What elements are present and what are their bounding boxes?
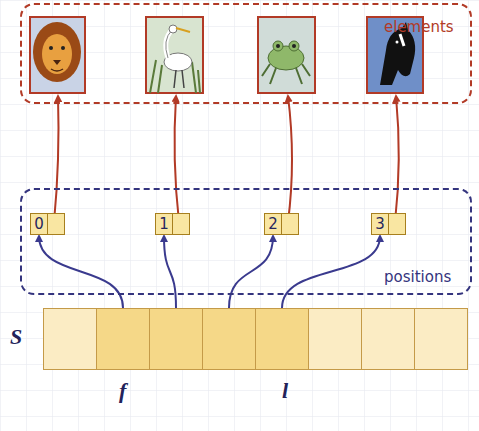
position-pointer <box>282 236 380 308</box>
position-index: 0 <box>34 215 44 233</box>
position-box: 3 <box>371 213 406 235</box>
array-box: S <box>44 308 468 370</box>
position-pointer <box>229 236 273 308</box>
position-pointer <box>164 236 176 308</box>
position-index-cell: 1 <box>155 213 173 235</box>
array-cell <box>308 308 362 370</box>
element-pointer <box>54 96 399 222</box>
heron-icon <box>146 17 203 93</box>
array-cell <box>255 308 309 370</box>
array-name: S <box>10 324 22 350</box>
position-box: 1 <box>155 213 190 235</box>
position-index: 1 <box>159 215 169 233</box>
position-index: 2 <box>268 215 278 233</box>
array-cell <box>43 308 97 370</box>
array-cell <box>149 308 203 370</box>
array-cell <box>96 308 150 370</box>
element-pointer-cell <box>47 213 65 235</box>
position-box: 2 <box>264 213 299 235</box>
positions-region: positions 0 1 2 3 <box>20 188 472 295</box>
index-marker: l <box>282 378 288 404</box>
position-index-cell: 3 <box>371 213 389 235</box>
position-index-cell: 2 <box>264 213 282 235</box>
array-cell <box>361 308 415 370</box>
element-pointer-cell <box>172 213 190 235</box>
element-pointer-cell <box>388 213 406 235</box>
pointer-dot <box>52 220 398 225</box>
position-index: 3 <box>375 215 385 233</box>
elements-region: elements <box>20 3 472 104</box>
position-index-cell: 0 <box>30 213 48 235</box>
frog-icon <box>258 17 315 93</box>
position-pointer <box>39 236 123 308</box>
array-cell <box>202 308 256 370</box>
array-cell <box>414 308 468 370</box>
region-label: positions <box>384 268 451 286</box>
position-box: 0 <box>30 213 65 235</box>
region-label: elements <box>384 18 454 36</box>
index-marker: f <box>119 378 126 404</box>
element-pointer-cell <box>281 213 299 235</box>
lion-icon <box>30 17 85 93</box>
